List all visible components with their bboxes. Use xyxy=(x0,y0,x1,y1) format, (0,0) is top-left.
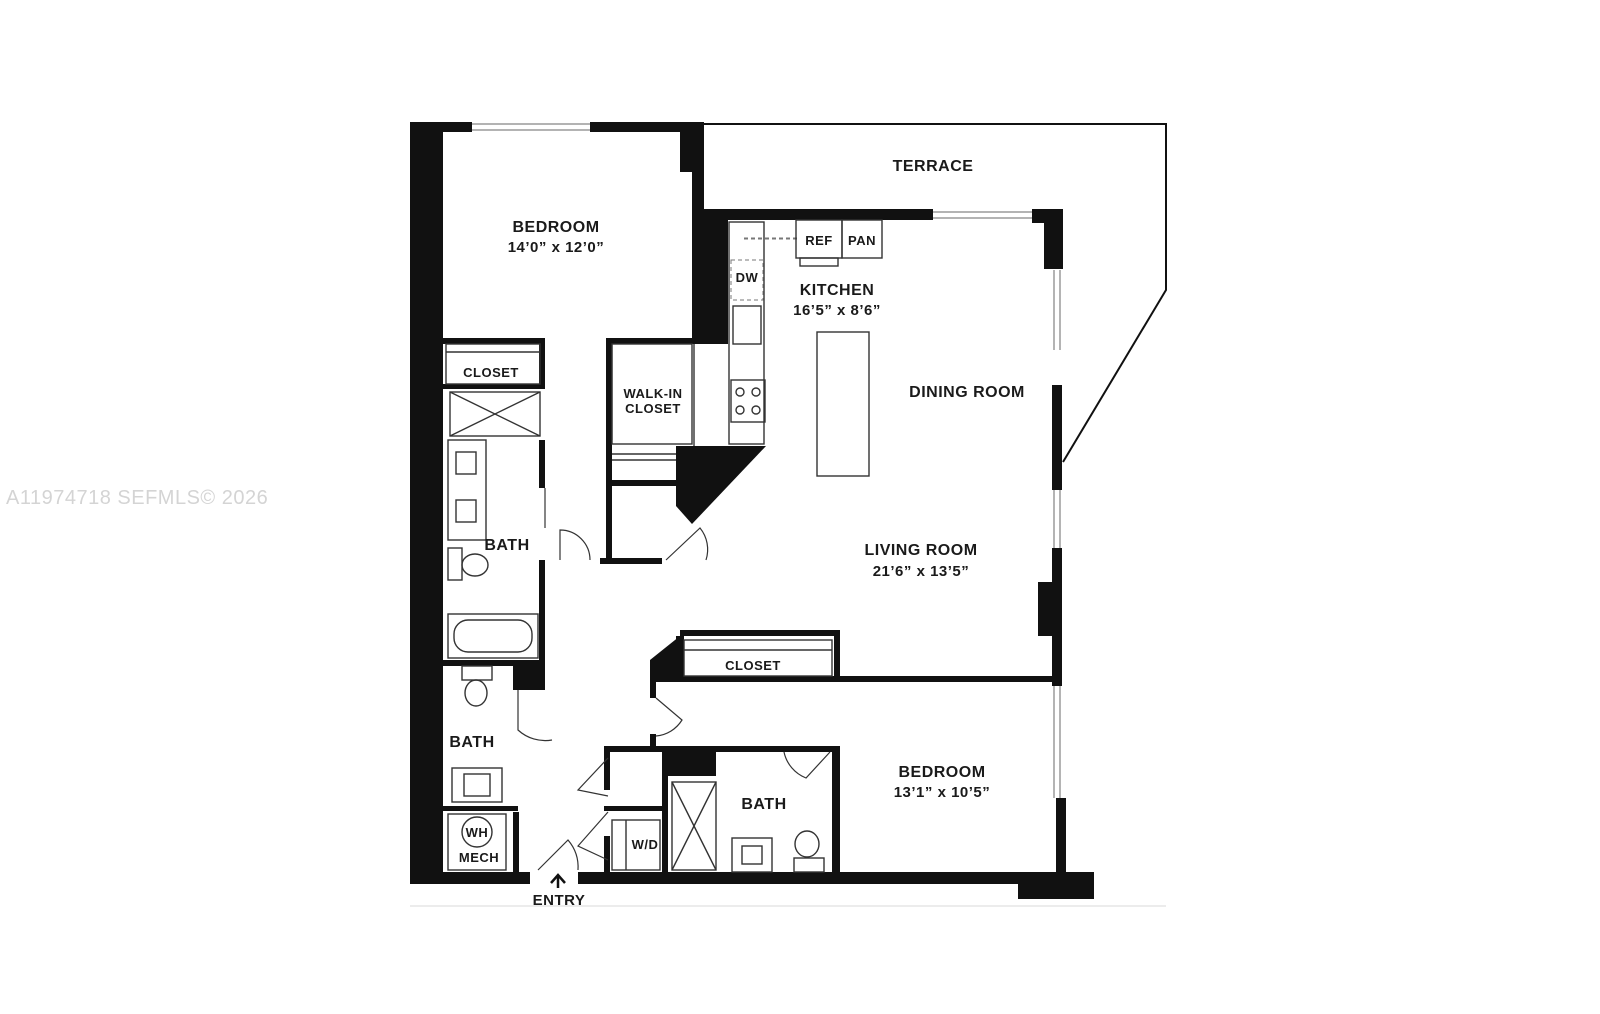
room-dims-bedroom-1: 14’0” x 12’0” xyxy=(508,239,605,256)
doors xyxy=(517,344,831,871)
walls xyxy=(410,122,1094,899)
fixture-label-wd: W/D xyxy=(632,837,659,852)
fixture-label-ref: REF xyxy=(805,233,833,248)
room-label-walkin-line2: CLOSET xyxy=(625,401,681,416)
windows xyxy=(410,123,1166,907)
fixture-labels: REF PAN DW W/D WH MECH xyxy=(459,233,876,865)
room-label-terrace: TERRACE xyxy=(893,158,974,175)
room-label-bath-bed2: BATH xyxy=(741,796,786,813)
room-dims-kitchen: 16’5” x 8’6” xyxy=(793,302,881,319)
fixtures xyxy=(445,219,883,888)
room-label-kitchen: KITCHEN xyxy=(800,282,875,299)
fixture-label-pan: PAN xyxy=(848,233,876,248)
room-label-bath-half: BATH xyxy=(449,734,494,751)
room-dims-bedroom-2: 13’1” x 10’5” xyxy=(894,784,991,801)
room-label-walkin-line1: WALK-IN xyxy=(623,386,682,401)
room-label-dining: DINING ROOM xyxy=(909,384,1025,401)
room-labels: TERRACE BEDROOM 14’0” x 12’0” KITCHEN 16… xyxy=(449,158,1024,909)
watermark-text: A11974718 SEFMLS© 2026 xyxy=(6,487,268,509)
fixture-label-dw: DW xyxy=(736,270,759,285)
room-label-bath-main: BATH xyxy=(484,537,529,554)
fixture-label-wh: WH xyxy=(466,825,489,840)
room-label-closet-2: CLOSET xyxy=(725,658,781,673)
fixture-label-mech: MECH xyxy=(459,850,499,865)
room-label-entry: ENTRY xyxy=(533,892,586,909)
room-label-closet-bed1: CLOSET xyxy=(463,365,519,380)
terrace-outline xyxy=(704,123,1167,463)
room-label-bedroom-1: BEDROOM xyxy=(512,219,599,236)
room-dims-living: 21’6” x 13’5” xyxy=(873,563,970,580)
room-label-living: LIVING ROOM xyxy=(864,542,977,559)
room-label-bedroom-2: BEDROOM xyxy=(898,764,985,781)
